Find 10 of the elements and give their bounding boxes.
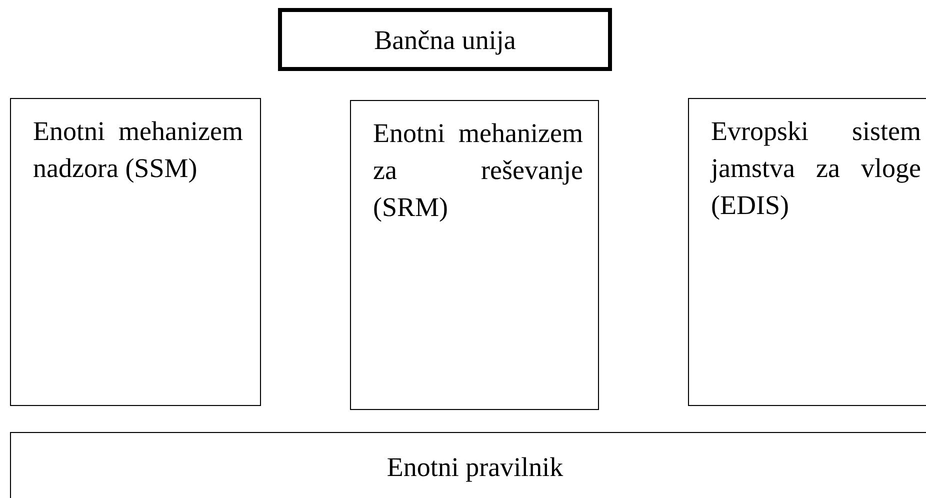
box-text: Enotni mehanizem za reševanje (SRM) xyxy=(373,117,583,224)
box-text: Evropski sistem jamstva za vloge (EDIS) xyxy=(711,115,921,222)
foundation-box xyxy=(10,432,926,498)
pillar-box xyxy=(688,98,926,406)
pillar-box xyxy=(10,98,261,406)
box-text: Enotni pravilnik xyxy=(386,454,564,480)
title-box xyxy=(278,8,612,71)
box-text: Bančna unija xyxy=(374,26,516,52)
pillar-box xyxy=(350,100,599,410)
box-text: Enotni mehanizem nadzora (SSM) xyxy=(33,115,243,185)
